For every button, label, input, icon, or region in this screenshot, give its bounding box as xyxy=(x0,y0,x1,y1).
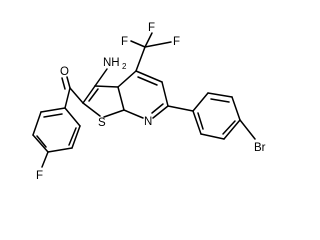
bond-brph-br xyxy=(239,119,256,140)
bond-c2-c3 xyxy=(82,85,96,104)
bond-cf3-f-top xyxy=(144,32,153,48)
bond-s-c7a xyxy=(103,109,125,118)
bond-fph-2 xyxy=(71,125,81,149)
fluorine-label: F xyxy=(36,170,43,182)
cf3-fluorine-left: F xyxy=(121,36,128,48)
bond-brph-inner-1 xyxy=(210,98,230,103)
bond-fph-1 xyxy=(64,107,81,127)
bond-brph-6 xyxy=(192,110,202,135)
bromine-label: Br xyxy=(254,142,266,154)
molecule-svg: NH 2 F F F O S N Br F xyxy=(32,22,266,182)
bond-c4-c5-inner xyxy=(137,76,158,86)
bond-carbonyl-ring xyxy=(64,87,71,109)
bond-c6-ph xyxy=(167,105,194,112)
label-layer: NH 2 F F F O S N Br F xyxy=(36,22,266,182)
bond-brph-2 xyxy=(207,92,233,98)
bond-fph-6 xyxy=(40,107,66,113)
bond-c3-nh2 xyxy=(94,68,108,87)
bond-c5-c6 xyxy=(161,81,169,107)
bond-carbonyl-o-2 xyxy=(61,77,66,90)
bond-layer xyxy=(32,32,256,168)
bond-brph-5 xyxy=(200,133,225,140)
bond-c4-c5 xyxy=(135,70,163,83)
bond-c4-cf3 xyxy=(135,46,146,72)
bond-brph-4 xyxy=(223,119,241,140)
bond-cf3-f-right xyxy=(144,41,172,48)
bond-cf3-f-left xyxy=(130,40,146,48)
bond-n-c7a xyxy=(123,109,144,119)
bond-c2-carbonyl xyxy=(69,87,84,104)
amine-label: NH xyxy=(103,57,120,69)
bond-fph-3 xyxy=(47,147,73,153)
bond-c3a-c7a xyxy=(117,86,125,111)
carbonyl-oxygen: O xyxy=(60,66,69,78)
bond-c2-c3-inner xyxy=(88,88,99,102)
bond-fph-inner-3 xyxy=(36,135,47,148)
pyridine-nitrogen: N xyxy=(144,116,152,128)
bond-c6-n-inner xyxy=(151,103,164,114)
bond-fph-4 xyxy=(32,134,49,153)
bond-carbonyl-o-1 xyxy=(66,76,71,89)
amine-h-count: 2 xyxy=(122,62,127,71)
cf3-fluorine-right: F xyxy=(173,36,180,48)
thiophene-sulfur: S xyxy=(98,117,106,129)
bond-brph-1 xyxy=(192,92,209,112)
bond-s-c2 xyxy=(82,102,101,117)
bond-brph-inner-3 xyxy=(197,112,204,130)
bond-c6-n xyxy=(152,105,169,119)
molecule-structure-diagram: NH 2 F F F O S N Br F xyxy=(32,22,266,182)
bond-brph-3 xyxy=(231,96,241,121)
bond-fph-f xyxy=(41,151,49,168)
bond-fph-5 xyxy=(32,111,42,136)
bond-c3-c3a xyxy=(94,85,119,88)
bond-fph-inner-2 xyxy=(68,127,77,146)
bond-fph-inner-1 xyxy=(43,113,63,118)
cf3-fluorine-top: F xyxy=(148,22,155,34)
bond-brph-inner-2 xyxy=(222,120,236,135)
bond-c3a-c4 xyxy=(117,70,137,88)
